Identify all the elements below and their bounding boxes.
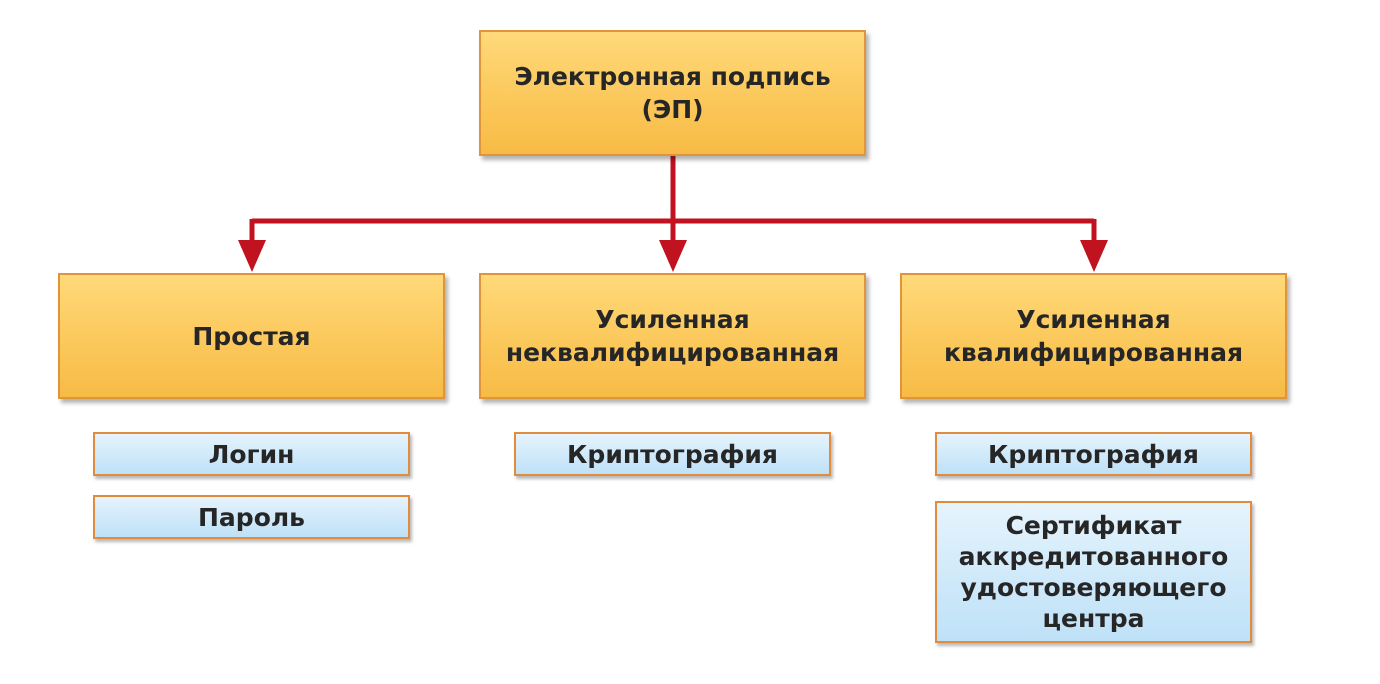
item-certificate-line1: Сертификат [1005, 511, 1182, 540]
item-certificate-line3: удостоверяющего [960, 573, 1227, 602]
item-certificate-line2: аккредитованного [958, 542, 1229, 571]
type-node-enhanced-unqualified: Усиленная неквалифицированная [479, 273, 866, 399]
item-certificate-line4: центра [1042, 604, 1145, 633]
type-simple-label: Простая [192, 321, 311, 351]
arrowhead-left [238, 240, 266, 272]
item-cryptography-qualified-label: Криптография [988, 439, 1199, 469]
type-qualified-line1: Усиленная [1016, 305, 1171, 334]
type-node-simple: Простая [58, 273, 445, 399]
root-title-line1: Электронная подпись [514, 62, 831, 91]
arrowhead-right [1080, 240, 1108, 272]
item-password: Пароль [93, 495, 410, 539]
item-cryptography-unqualified: Криптография [514, 432, 831, 476]
item-password-label: Пароль [198, 502, 305, 532]
root-title-line2: (ЭП) [641, 95, 704, 124]
item-cryptography-unqualified-label: Криптография [567, 439, 778, 469]
type-qualified-line2: квалифицированная [943, 338, 1244, 367]
item-cryptography-qualified: Криптография [935, 432, 1252, 476]
type-node-enhanced-qualified: Усиленная квалифицированная [900, 273, 1287, 399]
type-unqualified-line1: Усиленная [595, 305, 750, 334]
arrowhead-center [659, 240, 687, 272]
type-unqualified-line2: неквалифицированная [505, 338, 840, 367]
item-login-label: Логин [208, 439, 295, 469]
item-login: Логин [93, 432, 410, 476]
root-node-electronic-signature: Электронная подпись (ЭП) [479, 30, 866, 156]
item-accredited-ca-certificate: Сертификат аккредитованного удостоверяющ… [935, 501, 1252, 643]
